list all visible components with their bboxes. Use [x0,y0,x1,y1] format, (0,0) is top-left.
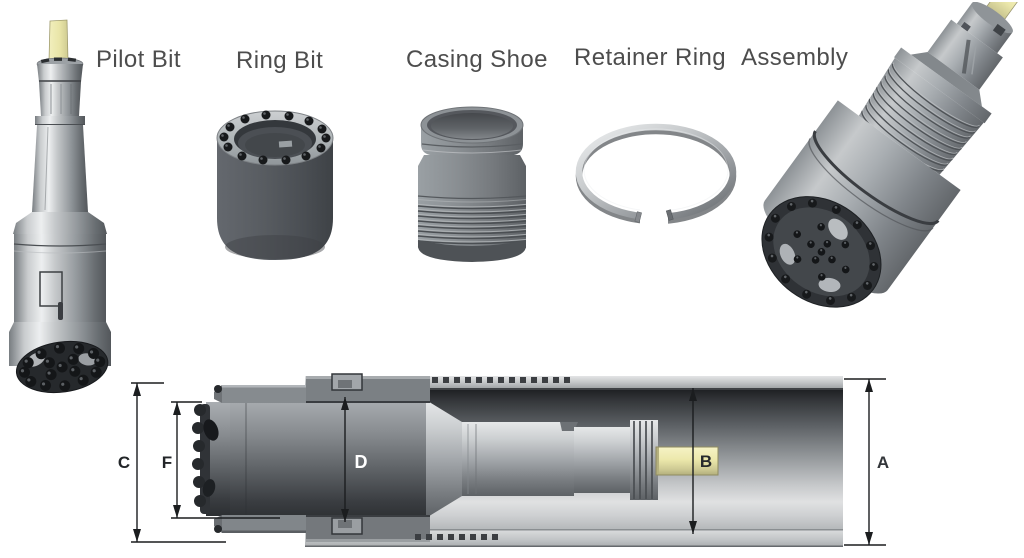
assembly-image [761,2,1020,308]
dimension-arrowheads [133,379,873,545]
cross-section-diagram: C F D B A [118,373,889,547]
dimension-label-d: D [355,452,368,472]
pilot-bit-image [9,19,111,394]
label-assembly: Assembly [741,44,849,71]
casing-shoe-image [417,106,527,262]
dimension-lines [131,378,886,546]
retainer-ring-image [575,123,737,226]
shank-yellow-end [655,446,719,476]
dimension-label-f: F [162,453,172,472]
dimension-label-c: C [118,453,130,472]
assembly-threads [861,62,980,172]
pilot-bit-face [15,340,109,394]
thread-interface-bottom [415,534,498,540]
dimension-label-b: B [700,452,712,471]
label-ring-bit: Ring Bit [236,47,324,74]
label-casing-shoe: Casing Shoe [406,46,548,73]
ring-bit-section-bottom [214,515,498,542]
dimension-label-group: C F D B A [118,452,889,472]
dimension-label-a: A [877,453,889,472]
assembly-face [761,196,882,308]
shank-section [426,400,719,518]
retainer-ring-gap [640,208,668,226]
thread-interface-top [432,377,570,383]
pilot-bit-section [192,398,426,520]
ring-bit-image [216,110,334,260]
casing-shoe-threads [417,203,527,250]
label-pilot-bit: Pilot Bit [96,46,181,73]
label-retainer-ring: Retainer Ring [574,44,726,71]
ring-bit-section-top [214,373,570,403]
